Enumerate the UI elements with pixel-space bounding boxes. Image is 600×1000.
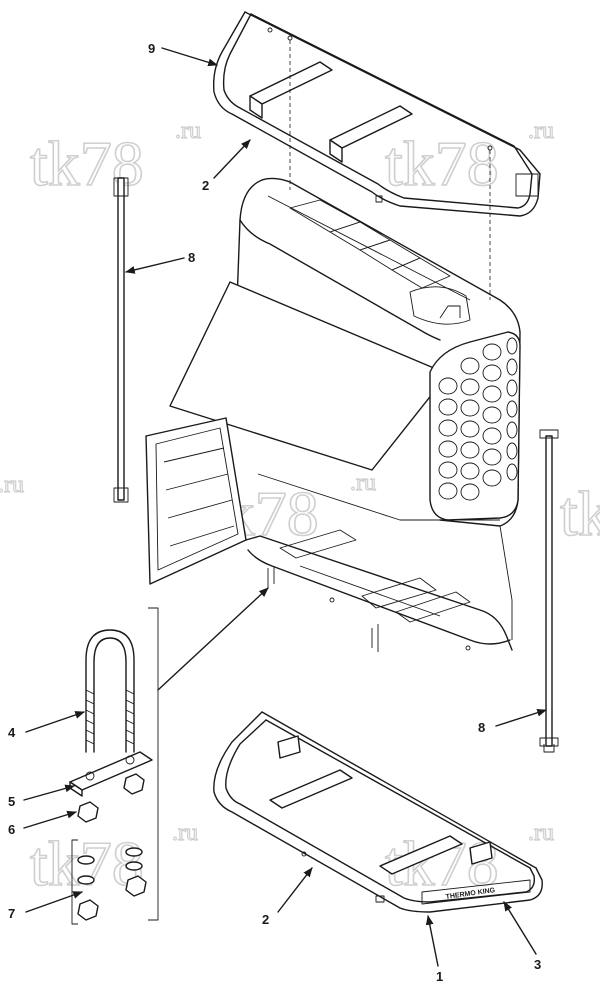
grille-oval-opening: [438, 482, 458, 500]
callout-8-right: 8: [478, 720, 485, 735]
grille-oval-opening: [438, 440, 458, 458]
grille-oval-opening: [506, 379, 518, 397]
watermark-top-left-suffix: .ru: [175, 118, 201, 144]
u-bolt: [85, 629, 135, 753]
hardware-bracket-small: [71, 839, 78, 925]
nuts-and-washers: [77, 773, 147, 921]
callout-1: 1: [436, 969, 443, 984]
grille-oval-opening: [460, 462, 480, 480]
callout-2-top: 2: [202, 178, 209, 193]
grille-oval-opening: [506, 400, 518, 418]
watermark-bottom-left-suffix: .ru: [172, 820, 198, 846]
grille-oval-opening: [438, 419, 458, 437]
callout-3: 3: [534, 957, 541, 972]
grille-oval-opening: [482, 448, 502, 466]
callout-4: 4: [8, 725, 16, 740]
support-rod-left: [113, 177, 129, 503]
watermark-bottom-right-suffix: .ru: [528, 820, 554, 846]
grille-oval-opening: [482, 364, 502, 382]
grille-oval-opening: [506, 421, 518, 439]
grille-oval-opening: [482, 427, 502, 445]
grille-oval-opening: [438, 377, 458, 395]
grille-oval-opening: [506, 358, 518, 376]
watermark-middle-suffix: .ru: [350, 470, 376, 496]
grille-oval-opening: [506, 442, 518, 460]
grille-oval-opening: [460, 399, 480, 417]
top-bumper-frame: [212, 11, 541, 300]
grille-oval-opening: [506, 463, 518, 481]
watermark-top-right-suffix: .ru: [528, 118, 554, 144]
callout-9: 9: [148, 41, 155, 56]
grille-oval-opening: [460, 378, 480, 396]
support-rod-right: [539, 429, 559, 753]
callout-6: 6: [8, 822, 15, 837]
grille-oval-opening: [460, 357, 480, 375]
grille-ovals: [438, 337, 518, 501]
grille-oval-opening: [438, 461, 458, 479]
grille-oval-opening: [482, 406, 502, 424]
watermark-left-edge-suffix: .ru: [0, 472, 24, 498]
grille-oval-opening: [506, 337, 518, 355]
callout-7: 7: [8, 906, 15, 921]
grille-housing: [145, 177, 521, 652]
grille-oval-opening: [482, 385, 502, 403]
grille-oval-opening: [460, 483, 480, 501]
callout-2-bottom: 2: [262, 912, 269, 927]
watermark-right-edge: tk78: [560, 478, 600, 549]
hardware-bracket: [148, 607, 159, 921]
watermark-top-right: tk78: [385, 128, 499, 199]
watermark-top-left: tk78: [30, 128, 144, 199]
leader-lines: [23, 47, 547, 967]
grille-oval-opening: [482, 343, 502, 361]
callout-8-left: 8: [188, 250, 195, 265]
grille-oval-opening: [460, 420, 480, 438]
grille-oval-opening: [482, 469, 502, 487]
grille-oval-opening: [460, 441, 480, 459]
callout-5: 5: [8, 794, 15, 809]
bottom-bumper-frame: [213, 711, 543, 913]
grille-oval-opening: [438, 398, 458, 416]
